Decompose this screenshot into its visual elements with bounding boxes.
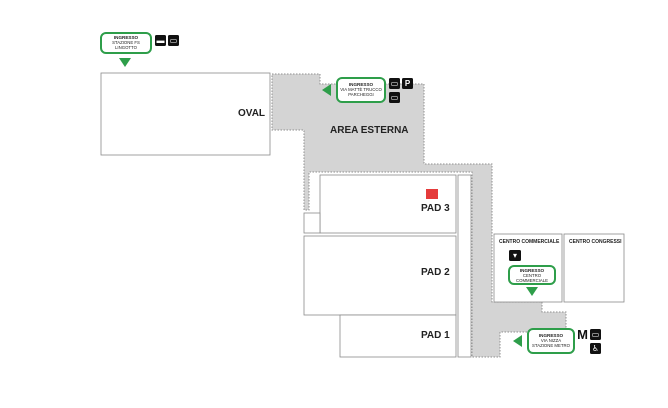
entrance-arrow-down-icon <box>119 58 131 67</box>
pad1-label: PAD 1 <box>421 330 450 341</box>
accessibility-icon: ♿ <box>590 343 601 354</box>
entrance-stazione-fs[interactable]: INGRESSO STAZIONE FS LINGOTTO <box>100 32 152 54</box>
bus-icon: ▭ <box>168 35 179 46</box>
shopping-basket-icon: ▾ <box>509 250 521 261</box>
entrance-arrow-left-icon <box>513 335 522 347</box>
pad2-label: PAD 2 <box>421 267 450 278</box>
entrance-via-nizza[interactable]: INGRESSO VIA NIZZA STAZIONE METRO <box>527 328 575 354</box>
entrance-arrow-left-icon <box>322 84 331 96</box>
tram-icon: ▭ <box>389 92 400 103</box>
metro-icon: M <box>576 329 589 340</box>
pad3-badge-icon <box>426 189 438 199</box>
pad1-building[interactable] <box>339 314 457 358</box>
centro-congressi-label: CENTRO CONGRESSI <box>569 239 622 245</box>
bus-icon: ▭ <box>389 78 400 89</box>
oval-label: OVAL <box>238 108 266 119</box>
pad3-building[interactable] <box>319 174 457 234</box>
pad3-annex <box>303 212 321 234</box>
oval-building[interactable] <box>100 72 271 156</box>
parking-icon: P <box>402 78 413 89</box>
pad2-building[interactable] <box>303 235 457 316</box>
entrance-arrow-down-icon <box>526 287 538 296</box>
area-esterna-label: AREA ESTERNA <box>330 125 409 136</box>
centro-commerciale-label: CENTRO COMMERCIALE <box>499 239 560 245</box>
train-icon: ▬ <box>155 35 166 46</box>
pad3-label: PAD 3 <box>421 203 450 214</box>
corridor-building <box>457 174 472 358</box>
entrance-centro-commerciale[interactable]: INGRESSO CENTRO COMMERCIALE <box>508 265 556 285</box>
bus-icon: ▭ <box>590 329 601 340</box>
centro-congressi-building[interactable] <box>563 233 625 303</box>
entrance-via-matte-trucco[interactable]: INGRESSO VIA MATTÈ TRUCCO PARCHEGGI <box>336 77 386 103</box>
